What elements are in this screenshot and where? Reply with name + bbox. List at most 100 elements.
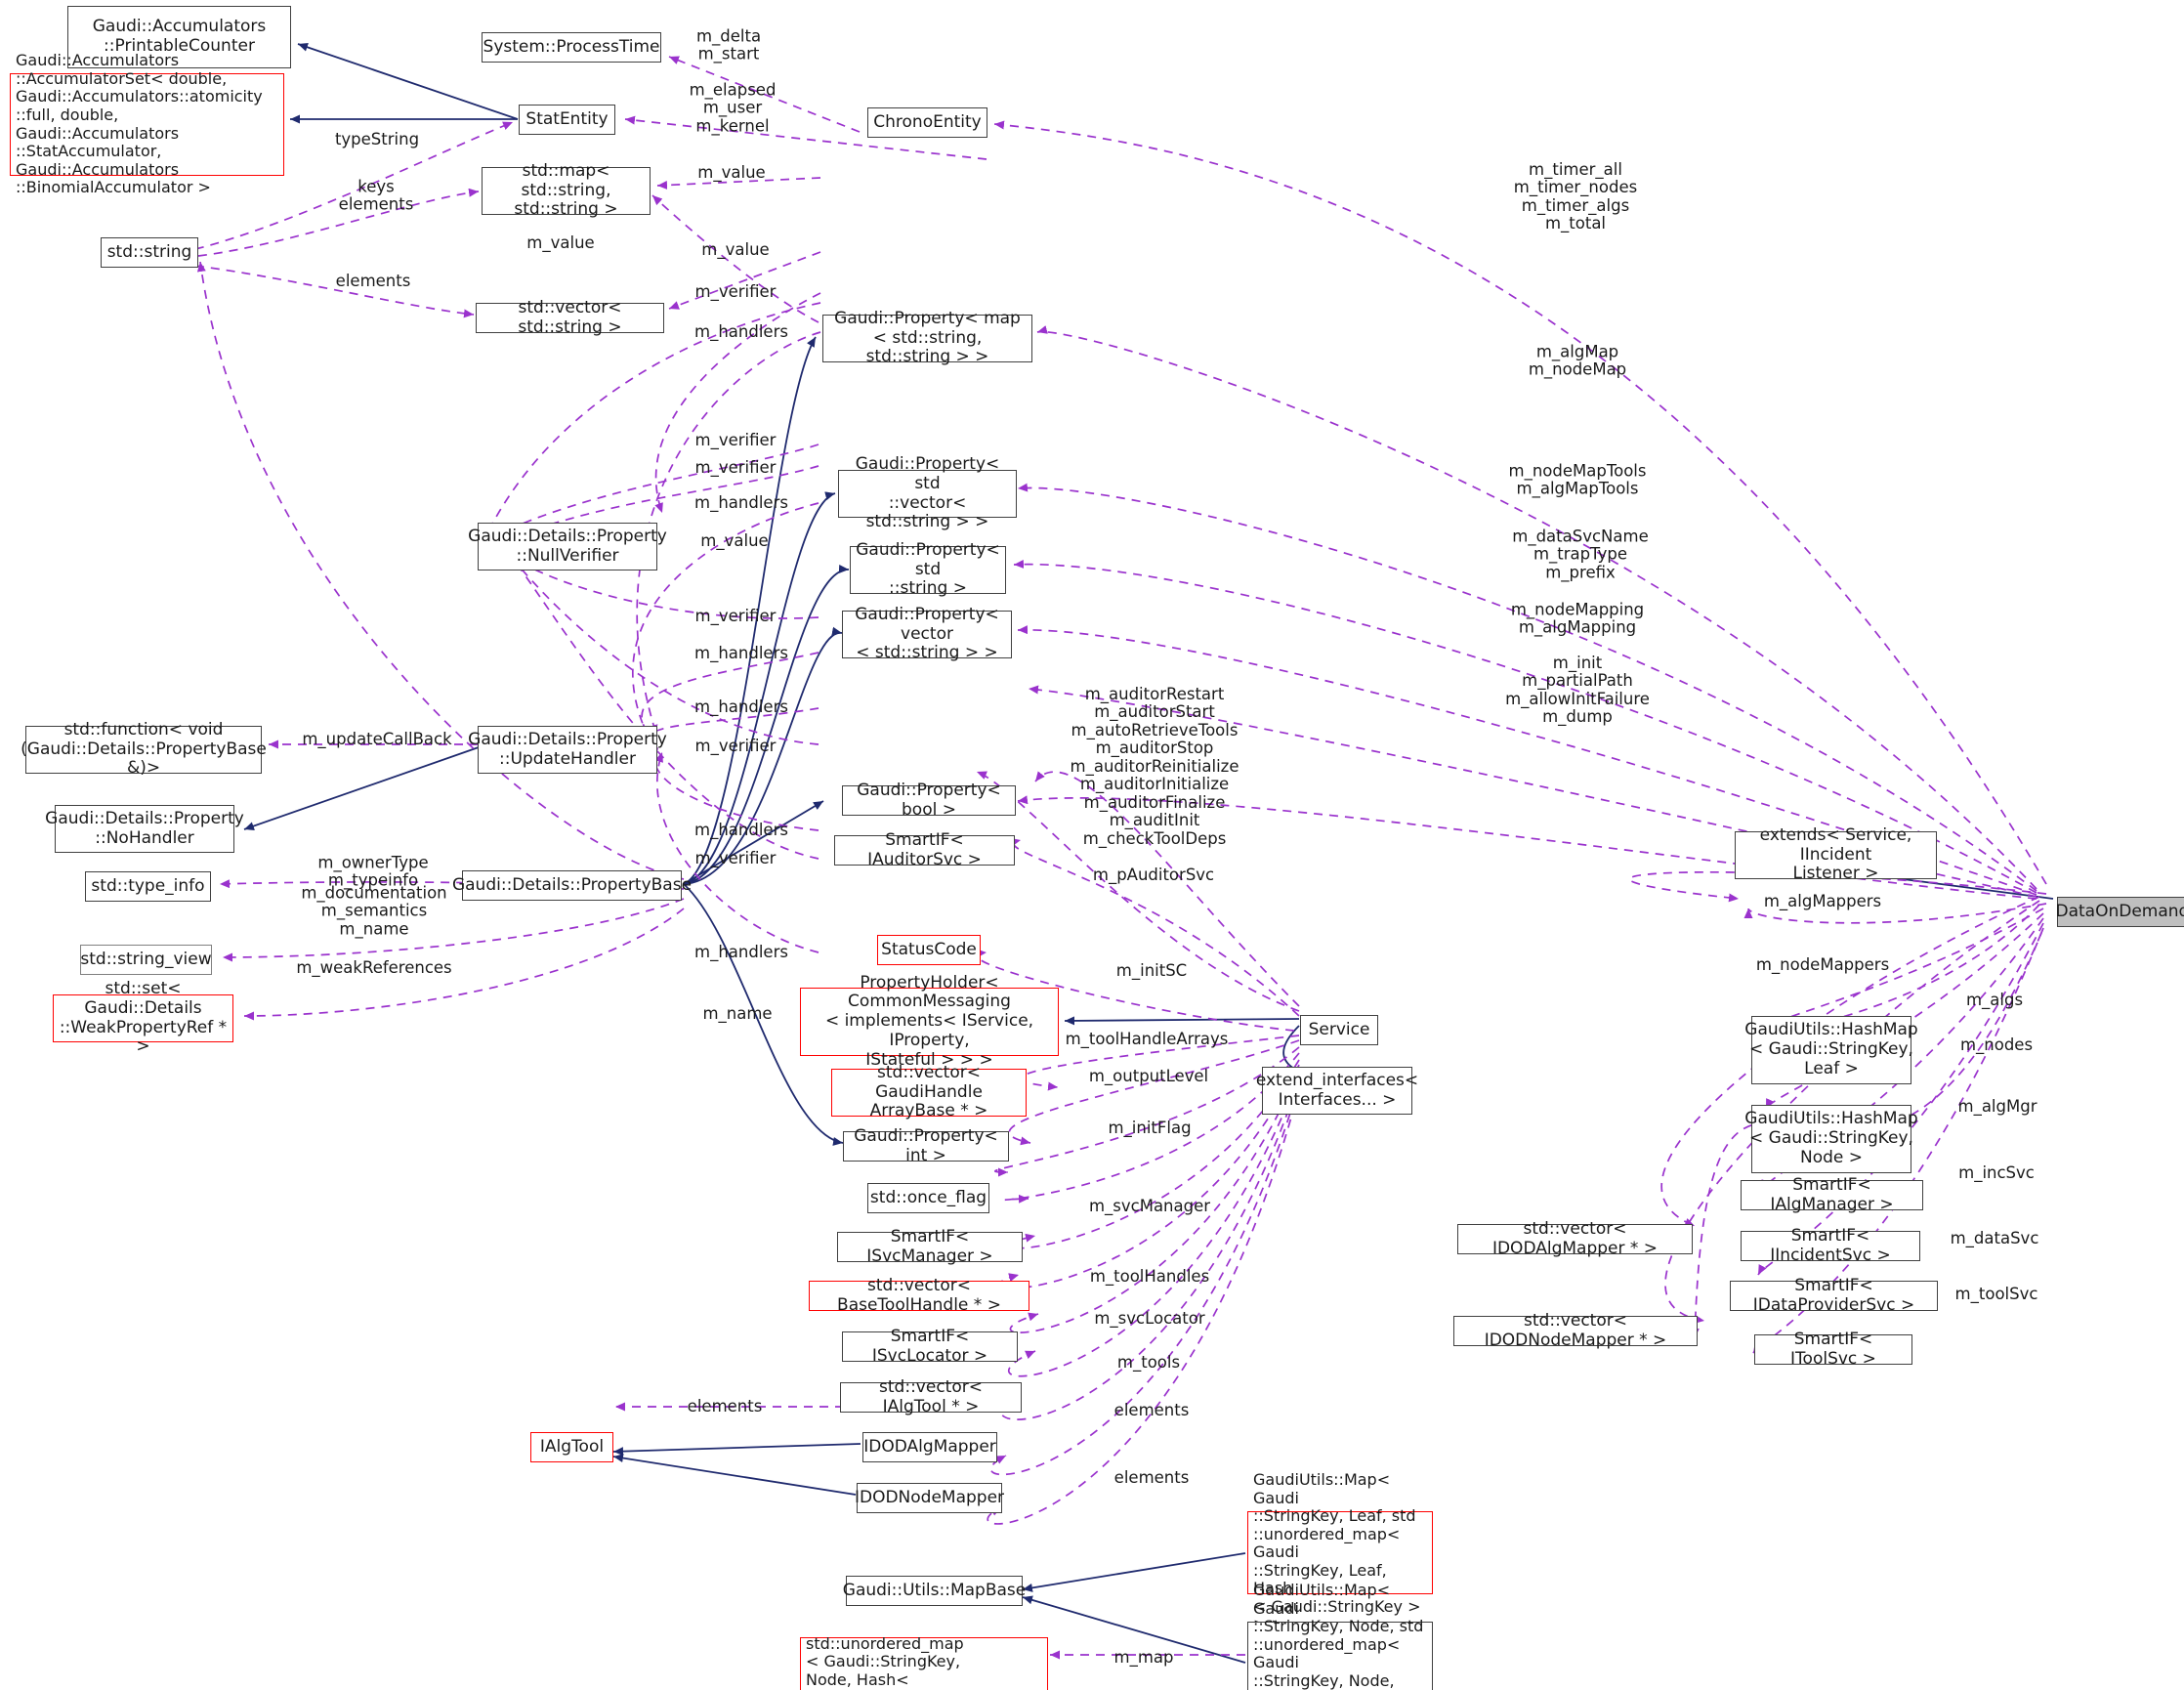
node-vector-ialgtool[interactable]: std::vector< IAlgTool * >	[840, 1377, 1022, 1415]
edge-label-m-nodes: m_nodes	[1959, 1035, 2034, 1054]
edge-label-m-svclocator: m_svcLocator	[1094, 1308, 1205, 1328]
edge-label-m-value-a: m_value	[526, 232, 595, 252]
node-string-view[interactable]: std::string_view	[80, 945, 212, 975]
edge-label-keys-elements: keys elements	[338, 177, 414, 214]
edge-label-m-value-b: m_value	[701, 239, 770, 259]
node-property-std-string[interactable]: Gaudi::Property< std ::string >	[850, 540, 1006, 598]
edge-label-m-pauditorsvc: m_pAuditorSvc	[1092, 865, 1215, 884]
node-hashmap-leaf[interactable]: GaudiUtils::HashMap < Gaudi::StringKey, …	[1744, 1016, 1918, 1084]
node-std-string[interactable]: std::string	[101, 237, 198, 268]
node-accumulator-set[interactable]: Gaudi::Accumulators ::AccumulatorSet< do…	[10, 52, 284, 196]
edge-label-elements-node: elements	[1113, 1467, 1190, 1487]
edge-label-elements-ialgtool: elements	[687, 1396, 763, 1415]
node-no-handler[interactable]: Gaudi::Details::Property ::NoHandler	[45, 805, 244, 853]
node-printable-counter[interactable]: Gaudi::Accumulators ::PrintableCounter	[67, 6, 291, 68]
node-smartif-itoolsvc[interactable]: SmartIF< IToolSvc >	[1754, 1330, 1912, 1368]
node-std-function[interactable]: std::function< void (Gaudi::Details::Pro…	[21, 719, 267, 779]
edge-label-elements-vecstring: elements	[335, 271, 411, 290]
edge-label-m-toolhandlearrays: m_toolHandleArrays	[1065, 1029, 1229, 1048]
node-idod-alg-mapper[interactable]: IDODAlgMapper	[862, 1432, 997, 1462]
edge-label-m-name: m_name	[702, 1003, 773, 1023]
edge-label-m-verifier-1: m_verifier	[694, 281, 777, 301]
node-map-string-string[interactable]: std::map< std::string, std::string >	[482, 161, 651, 219]
edge-label-m-updatecallback: m_updateCallBack	[302, 729, 452, 748]
edge-label-m-handlers-4: m_handlers	[694, 697, 788, 716]
edge-label-m-toolhandles: m_toolHandles	[1089, 1266, 1210, 1286]
node-mapbase[interactable]: Gaudi::Utils::MapBase	[843, 1576, 1026, 1606]
edge-label-m-toolsvc: m_toolSvc	[1954, 1284, 2038, 1303]
node-property-int[interactable]: Gaudi::Property< int >	[843, 1126, 1009, 1164]
edge-label-m-verifier-2: m_verifier	[694, 430, 777, 449]
edge-label-m-initsc: m_initSC	[1115, 960, 1188, 980]
edge-label-m-elapsed: m_elapsed m_user m_kernel	[689, 80, 777, 136]
edge-label-m-datasvcname: m_dataSvcName m_trapType m_prefix	[1512, 527, 1649, 582]
edge-label-m-algmap: m_algMap m_nodeMap	[1528, 342, 1627, 379]
node-idod-node-mapper[interactable]: IDODNodeMapper	[855, 1483, 1004, 1513]
node-smartif-ialgmanager[interactable]: SmartIF< IAlgManager >	[1741, 1175, 1923, 1213]
edge-label-m-verifier-5: m_verifier	[694, 736, 777, 755]
edge-label-timers: m_timer_all m_timer_nodes m_timer_algs m…	[1513, 160, 1638, 233]
node-property-vector-std-string[interactable]: Gaudi::Property< std ::vector< std::stri…	[838, 454, 1017, 531]
edge-label-auditor-block: m_auditorRestart m_auditorStart m_autoRe…	[1070, 684, 1239, 848]
node-extend-interfaces[interactable]: extend_interfaces< Interfaces... >	[1256, 1067, 1418, 1115]
node-once-flag[interactable]: std::once_flag	[867, 1183, 989, 1213]
node-weak-property-ref-set[interactable]: std::set< Gaudi::Details ::WeakPropertyR…	[53, 979, 233, 1056]
node-vector-idod-node-mapper[interactable]: std::vector< IDODNodeMapper * >	[1453, 1311, 1698, 1349]
edge-label-m-documentation: m_documentation m_semantics m_name	[301, 883, 447, 939]
node-gaudiutils-map-node[interactable]: GaudiUtils::Map< Gaudi ::StringKey, Node…	[1247, 1581, 1433, 1690]
edge-label-m-verifier-6: m_verifier	[694, 848, 777, 867]
node-type-info[interactable]: std::type_info	[85, 871, 211, 902]
node-vector-idod-alg-mapper[interactable]: std::vector< IDODAlgMapper * >	[1457, 1219, 1693, 1257]
edge-label-typestring: typeString	[334, 129, 420, 148]
node-smartif-iincidentsvc[interactable]: SmartIF< IIncidentSvc >	[1741, 1226, 1920, 1264]
node-ialgtool[interactable]: IAlgTool	[530, 1432, 613, 1462]
node-chrono-entity[interactable]: ChronoEntity	[867, 107, 987, 138]
edge-label-m-handlers-5: m_handlers	[694, 820, 788, 839]
node-property-holder[interactable]: PropertyHolder< CommonMessaging < implem…	[800, 973, 1059, 1069]
node-smartif-isvclocator[interactable]: SmartIF< ISvcLocator >	[842, 1327, 1018, 1365]
node-property-bool[interactable]: Gaudi::Property< bool >	[842, 781, 1016, 819]
node-null-verifier[interactable]: Gaudi::Details::Property ::NullVerifier	[468, 523, 667, 570]
edge-label-m-handlers-1: m_handlers	[694, 321, 788, 341]
edge-label-m-nodemapping: m_nodeMapping m_algMapping	[1510, 600, 1645, 637]
node-property-base[interactable]: Gaudi::Details::PropertyBase	[452, 870, 692, 901]
edge-label-m-svcmanager: m_svcManager	[1088, 1196, 1211, 1215]
node-vector-gaudihandle-arraybase[interactable]: std::vector< GaudiHandle ArrayBase * >	[831, 1063, 1027, 1120]
edge-label-m-algmgr: m_algMgr	[1957, 1096, 2037, 1116]
edge-label-m-handlers-6: m_handlers	[694, 942, 788, 961]
node-process-time[interactable]: System::ProcessTime	[482, 32, 661, 63]
node-service[interactable]: Service	[1300, 1015, 1378, 1045]
edge-label-m-weakreferences: m_weakReferences	[296, 957, 452, 977]
edge-label-m-initflag: m_initFlag	[1108, 1118, 1192, 1137]
node-smartif-isvcmanager[interactable]: SmartIF< ISvcManager >	[837, 1227, 1023, 1265]
edge-label-m-map: m_map	[1113, 1647, 1174, 1667]
edge-label-elements-alg: elements	[1113, 1400, 1190, 1419]
node-property-map[interactable]: Gaudi::Property< map < std::string, std:…	[822, 309, 1032, 366]
edge-label-m-delta: m_delta m_start	[695, 26, 762, 63]
node-vector-string[interactable]: std::vector< std::string >	[476, 298, 664, 336]
edge-label-m-algmappers: m_algMappers	[1763, 891, 1882, 910]
node-unordered-map-node[interactable]: std::unordered_map < Gaudi::StringKey, N…	[800, 1634, 1048, 1690]
edge-label-m-tools: m_tools	[1116, 1352, 1181, 1372]
node-status-code[interactable]: StatusCode	[877, 935, 981, 965]
node-hashmap-node[interactable]: GaudiUtils::HashMap < Gaudi::StringKey, …	[1744, 1105, 1918, 1173]
node-vector-basetoolhandle[interactable]: std::vector< BaseToolHandle * >	[809, 1276, 1029, 1314]
node-data-on-demand-svc[interactable]: DataOnDemandSvc	[2055, 897, 2184, 927]
edge-label-m-algs: m_algs	[1965, 990, 2024, 1009]
edge-label-m-datasvc: m_dataSvc	[1950, 1228, 2039, 1247]
node-extends-service-iincidentlistener[interactable]: extends< Service, IIncident Listener >	[1735, 825, 1937, 883]
edge-label-m-nodemappers: m_nodeMappers	[1755, 954, 1890, 974]
edge-label-m-verifier-3: m_verifier	[694, 457, 777, 477]
node-smartif-auditorsvc[interactable]: SmartIF< IAuditorSvc >	[834, 830, 1015, 868]
node-stat-entity[interactable]: StatEntity	[519, 105, 615, 135]
edge-label-m-init: m_init m_partialPath m_allowInitFailure …	[1505, 654, 1650, 727]
edge-label-m-nodemaptools: m_nodeMapTools m_algMapTools	[1508, 461, 1647, 498]
node-smartif-idataprovidersvc[interactable]: SmartIF< IDataProviderSvc >	[1730, 1276, 1938, 1314]
edge-label-m-incsvc: m_incSvc	[1958, 1162, 2035, 1182]
edge-label-m-value-map: m_value	[697, 162, 766, 182]
node-update-handler[interactable]: Gaudi::Details::Property ::UpdateHandler	[468, 726, 667, 774]
edge-label-m-value-c: m_value	[700, 530, 769, 550]
node-property-vector-string[interactable]: Gaudi::Property< vector < std::string > …	[842, 605, 1012, 662]
edge-label-m-verifier-4: m_verifier	[694, 606, 777, 625]
